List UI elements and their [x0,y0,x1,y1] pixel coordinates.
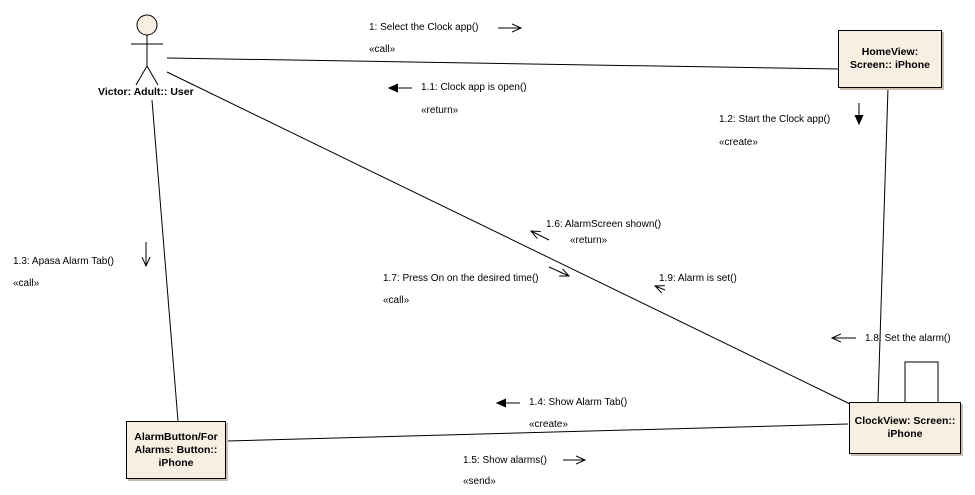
msg-1-6-label: 1.6: AlarmScreen shown() [546,219,662,230]
clockview-title-line2: iPhone [887,428,923,440]
alarmbutton-title-line3: iPhone [158,456,194,469]
msg-1-2-label: 1.2: Start the Clock app() [719,114,831,125]
link-homeview-clockview [877,87,889,403]
msg-1-7-label: 1.7: Press On on the desired time() [383,273,539,284]
clockview-node[interactable]: ClockView: Screen:: iPhone [849,402,961,454]
actor-label: Victor: Adult:: User [98,86,194,98]
arrow-msg-1-7 [548,266,569,276]
msg-1-1-label: 1.1: Clock app is open() [421,82,527,93]
msg-1-stereotype: «call» [369,44,396,55]
msg-1-9-label: 1.9: Alarm is set() [659,273,737,284]
arrow-msg-1-9 [655,286,666,290]
msg-1-5-stereotype: «send» [463,476,496,487]
arrow-msg-1-6 [531,231,550,241]
msg-1-5-label: 1.5: Show alarms() [463,455,547,466]
msg-1-7-stereotype: «call» [383,295,410,306]
msg-1-3-label: 1.3: Apasa Alarm Tab() [13,256,114,267]
link-actor-clockview [166,71,851,405]
clockview-title-line1: ClockView: Screen:: [854,415,956,427]
link-actor-alarmbutton [151,99,179,422]
alarmbutton-title-line1: AlarmButton/For [134,430,218,443]
msg-1-3-stereotype: «call» [13,278,40,289]
link-actor-homeview [166,57,839,70]
msg-1-4-stereotype: «create» [529,419,568,430]
msg-1-8-label: 1.8: Set the alarm() [865,333,951,344]
alarmbutton-title-line2: Alarms: Button:: [134,443,218,456]
msg-1-label: 1: Select the Clock app() [369,22,479,33]
msg-1-4-label: 1.4: Show Alarm Tab() [529,397,628,408]
self-link-clockview [904,361,939,402]
msg-1-2-stereotype: «create» [719,137,758,148]
homeview-title-line2: Screen:: iPhone [850,59,930,71]
actor-figure [131,14,163,86]
msg-1-6-stereotype: «return» [570,235,608,246]
homeview-node[interactable]: HomeView: Screen:: iPhone [838,30,942,88]
msg-1-1-stereotype: «return» [421,105,459,116]
link-alarmbutton-clockview [226,423,849,442]
homeview-title-line1: HomeView: [861,46,919,58]
alarmbutton-node[interactable]: AlarmButton/For Alarms: Button:: iPhone [126,421,226,479]
